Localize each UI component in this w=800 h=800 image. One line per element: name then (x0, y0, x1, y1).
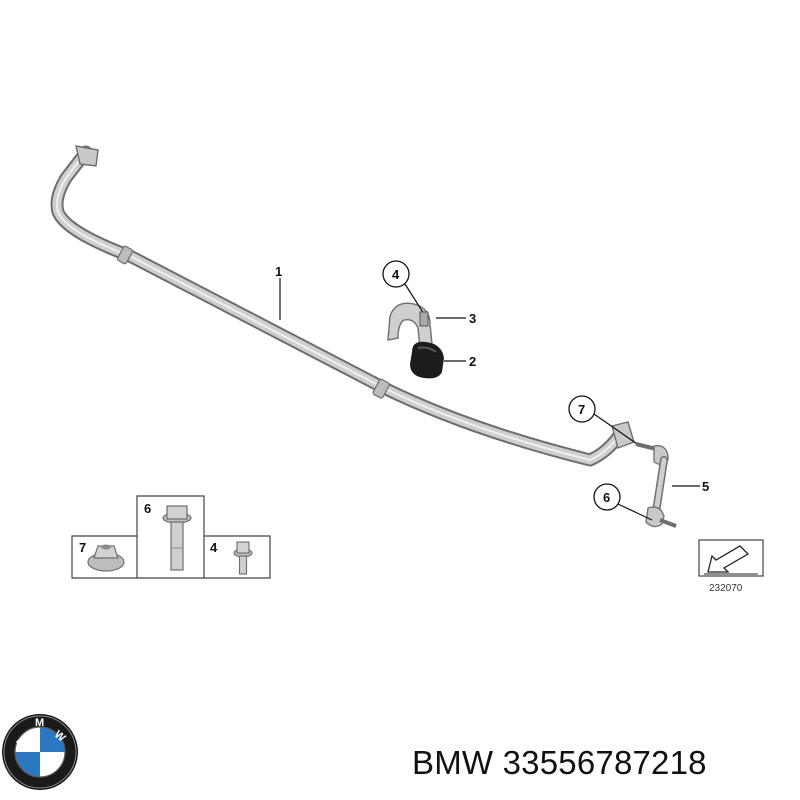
hardware-parts-box: 7 6 4 (71, 495, 271, 579)
diagram-reference-number: 232070 (709, 583, 743, 594)
callout-label-5: 5 (702, 479, 709, 494)
flange-nut (87, 544, 125, 572)
rubber-bushing (410, 341, 444, 379)
coupling-rod (635, 442, 677, 528)
part-caption: BMW 33556787218 (412, 738, 792, 788)
leader-line-6 (617, 503, 653, 521)
long-hex-bolt (162, 505, 192, 571)
callout-label-7: 7 (578, 402, 585, 417)
callout-label-1: 1 (275, 264, 282, 279)
callout-label-4: 4 (392, 267, 400, 282)
callout-circle-4 (382, 260, 410, 288)
short-flange-bolt (233, 541, 253, 575)
caption-brand: BMW (412, 744, 494, 781)
callout-label-2: 2 (469, 354, 476, 369)
caption-part-number: 33556787218 (502, 744, 707, 781)
callout-label-3: 3 (469, 311, 476, 326)
stabilizer-bar (50, 145, 635, 467)
parts-box-label-6: 6 (144, 501, 151, 516)
bmw-logo: B M W (2, 714, 78, 790)
callout-circle-7 (568, 395, 596, 423)
svg-text:M: M (35, 717, 44, 729)
leader-line-4 (404, 283, 425, 315)
parts-box-label-4: 4 (210, 540, 218, 555)
bracket-bolt (419, 311, 429, 327)
callout-circle-6 (593, 483, 621, 511)
parts-box-label-7: 7 (79, 540, 86, 555)
callout-label-6: 6 (603, 490, 610, 505)
direction-reference-box (698, 539, 764, 577)
leader-line-7 (593, 413, 641, 447)
